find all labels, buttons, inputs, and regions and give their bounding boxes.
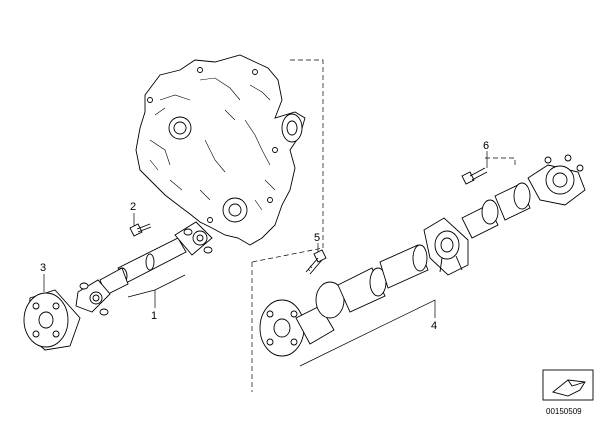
leader-lines [43,151,488,367]
rear-drive-shaft[interactable] [259,154,586,357]
flex-disc[interactable] [23,289,81,351]
group-bracket-upper [251,59,324,263]
bolt-2[interactable] [129,223,152,237]
transfer-case[interactable] [135,54,306,246]
callout-2: 2 [130,201,136,213]
callout-5: 5 [314,232,320,244]
doc-number: 00150509 [546,407,582,416]
callout-4: 4 [431,320,437,332]
part-stamp-icon [542,369,594,401]
bolt-6[interactable] [461,167,488,185]
callout-6: 6 [483,140,489,152]
callout-3: 3 [40,262,46,274]
bolt-5[interactable] [305,249,327,275]
callout-1: 1 [151,310,157,322]
front-drive-shaft[interactable] [75,221,213,316]
group-bracket-rear [485,157,516,165]
